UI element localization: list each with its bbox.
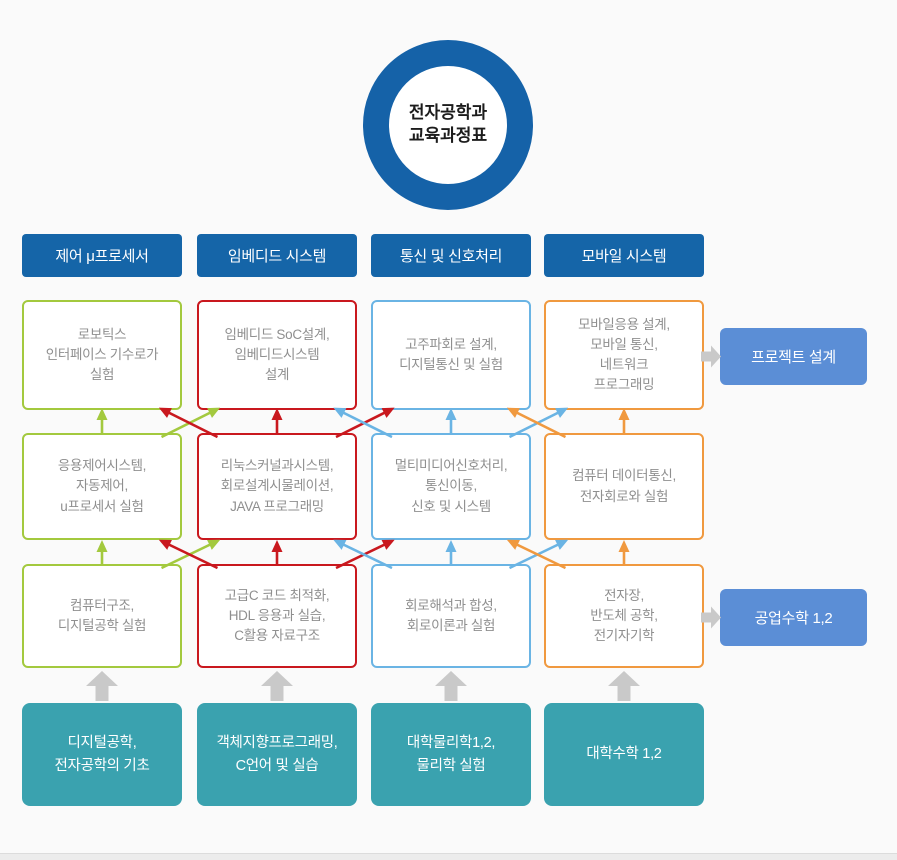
foundation-box-digital-eng: 디지털공학, 전자공학의 기초 xyxy=(22,703,182,806)
track-button-embedded-system[interactable]: 임베디드 시스템 xyxy=(197,234,357,277)
course-box-col1-row3: 컴퓨터구조, 디지털공학 실험 xyxy=(22,564,182,668)
track-button-control-uprocessor[interactable]: 제어 μ프로세서 xyxy=(22,234,182,277)
track-button-comm-signal[interactable]: 통신 및 신호처리 xyxy=(371,234,531,277)
track-button-mobile-system[interactable]: 모바일 시스템 xyxy=(544,234,704,277)
course-box-col4-row3: 전자장, 반도체 공학, 전기자기학 xyxy=(544,564,704,668)
bottom-divider xyxy=(0,853,897,860)
course-box-col1-row1: 로보틱스 인터페이스 기수로가 실험 xyxy=(22,300,182,410)
program-badge-title: 전자공학과 교육과정표 xyxy=(408,103,488,145)
course-box-col3-row3: 회로해석과 합성, 회로이론과 실험 xyxy=(371,564,531,668)
course-box-col3-row2: 멀티미디어신호처리, 통신이동, 신호 및 시스템 xyxy=(371,433,531,540)
course-box-col4-row2: 컴퓨터 데이터통신, 전자회로와 실험 xyxy=(544,433,704,540)
course-box-col3-row1: 고주파회로 설계, 디지털통신 및 실험 xyxy=(371,300,531,410)
course-box-col4-row1: 모바일응용 설계, 모바일 통신, 네트워크 프로그래밍 xyxy=(544,300,704,410)
course-box-col2-row2: 리눅스커널과시스템, 회로설계시물레이션, JAVA 프로그래밍 xyxy=(197,433,357,540)
course-box-col2-row3: 고급C 코드 최적화, HDL 응용과 실습, C활용 자료구조 xyxy=(197,564,357,668)
side-box-engineering-math: 공업수학 1,2 xyxy=(720,589,867,646)
side-box-project-design: 프로젝트 설계 xyxy=(720,328,867,385)
course-box-col2-row1: 임베디드 SoC설계, 임베디드시스템 설계 xyxy=(197,300,357,410)
foundation-box-oop-c: 객체지향프로그래밍, C언어 및 실습 xyxy=(197,703,357,806)
foundation-box-physics: 대학물리학1,2, 물리학 실험 xyxy=(371,703,531,806)
foundation-box-math: 대학수학 1,2 xyxy=(544,703,704,806)
course-box-col1-row2: 응용제어시스템, 자동제어, u프로세서 실험 xyxy=(22,433,182,540)
program-badge: 전자공학과 교육과정표 xyxy=(363,40,533,210)
